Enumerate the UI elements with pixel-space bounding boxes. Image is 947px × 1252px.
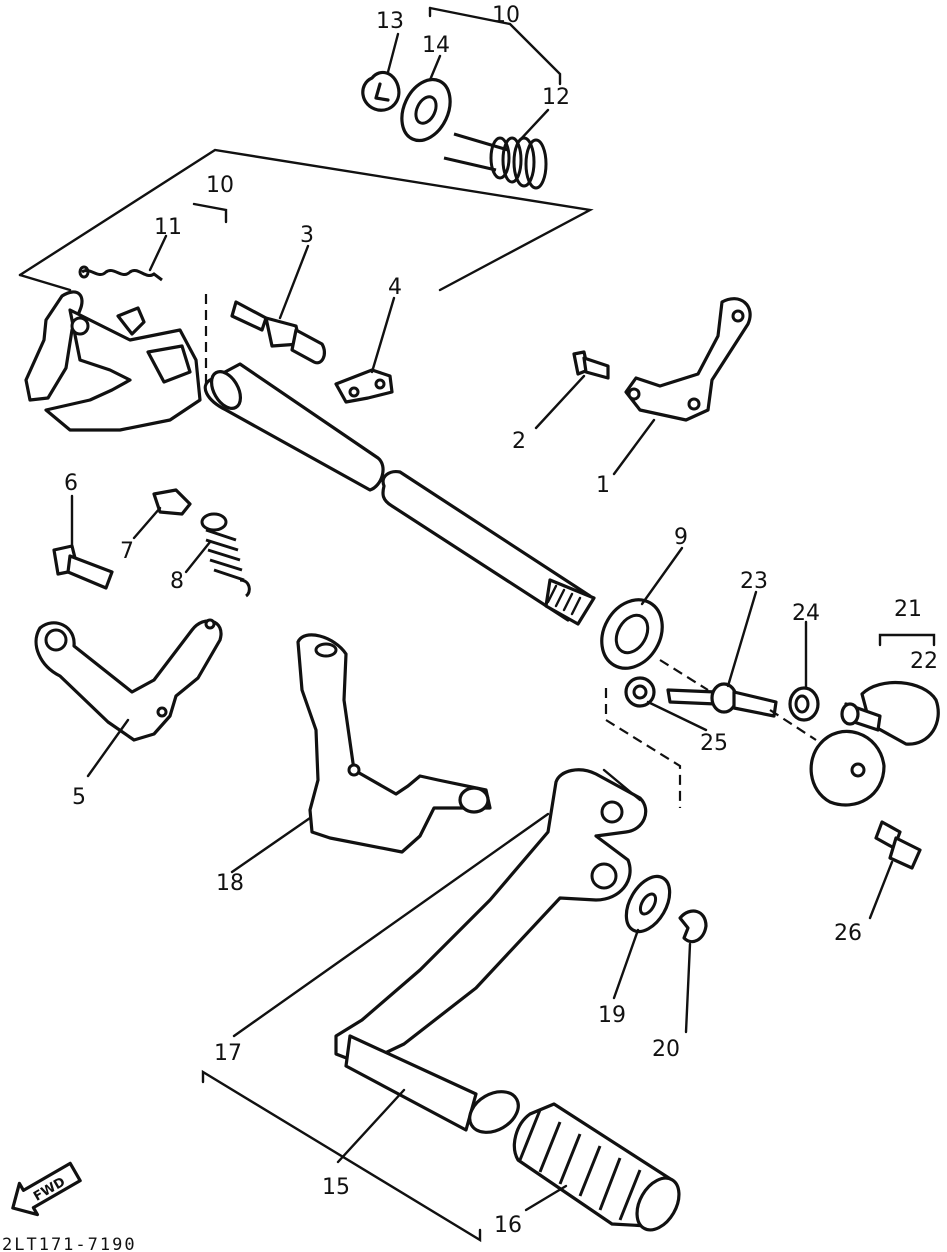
nut-25 [624, 676, 656, 708]
callout-numbers: 13 10 14 12 10 11 3 4 2 1 6 7 8 5 18 9 2… [64, 3, 938, 1238]
callout-9: 9 [674, 525, 688, 550]
callout-17: 17 [214, 1041, 242, 1066]
washer-19 [624, 874, 672, 934]
callout-24: 24 [792, 601, 820, 626]
callout-16: 16 [494, 1213, 522, 1238]
leader-lines [70, 32, 894, 1212]
callout-3: 3 [300, 223, 314, 248]
callout-21: 21 [894, 597, 922, 622]
callout-22: 22 [910, 649, 938, 674]
callout-7: 7 [120, 539, 134, 564]
assembly-brackets [18, 6, 936, 1243]
callout-25: 25 [700, 731, 728, 756]
callout-23: 23 [740, 569, 768, 594]
rubber-grip-16 [512, 1102, 681, 1232]
callout-8: 8 [170, 569, 184, 594]
bracket-plate-1 [624, 297, 752, 422]
forward-arrow-icon: FWD [11, 1161, 82, 1217]
shift-pedal-shaft-15 [344, 1034, 520, 1134]
bolt-2 [572, 350, 610, 380]
callout-26: 26 [834, 921, 862, 946]
callout-11: 11 [154, 215, 182, 240]
bolt-26 [874, 820, 922, 870]
callout-4: 4 [388, 275, 402, 300]
callout-10-lower: 10 [206, 173, 234, 198]
joint-rod-23 [666, 682, 778, 718]
shift-arm-5 [34, 618, 223, 742]
callout-14: 14 [422, 33, 450, 58]
spring-8 [200, 512, 251, 598]
callout-18: 18 [216, 871, 244, 896]
clip-20 [678, 909, 708, 944]
callout-5: 5 [72, 785, 86, 810]
spring-11 [78, 265, 163, 282]
drawing-code: 2LT171-7190 [2, 1235, 137, 1252]
callout-2: 2 [512, 429, 526, 454]
callout-6: 6 [64, 471, 78, 496]
nut-24 [788, 686, 820, 722]
joint-ball-22 [809, 729, 886, 807]
shift-shaft-assembly [24, 290, 596, 626]
callout-15: 15 [322, 1175, 350, 1200]
washer-14 [400, 77, 452, 143]
callout-10-top: 10 [492, 3, 520, 28]
stopper-plate-4 [334, 368, 394, 404]
bolt-6 [52, 544, 114, 590]
callout-19: 19 [598, 1003, 626, 1028]
callout-12: 12 [542, 85, 570, 110]
stopper-bolt-3 [230, 300, 327, 365]
callout-13: 13 [376, 9, 404, 34]
joint-ball-21 [840, 680, 940, 746]
torsion-spring-12 [443, 132, 548, 190]
callout-1: 1 [596, 473, 610, 498]
shift-lever-arm-18 [296, 633, 492, 854]
callout-20: 20 [652, 1037, 680, 1062]
linkage-dashes [604, 659, 817, 808]
oil-seal-9 [600, 598, 664, 670]
circlip-13 [361, 70, 401, 112]
